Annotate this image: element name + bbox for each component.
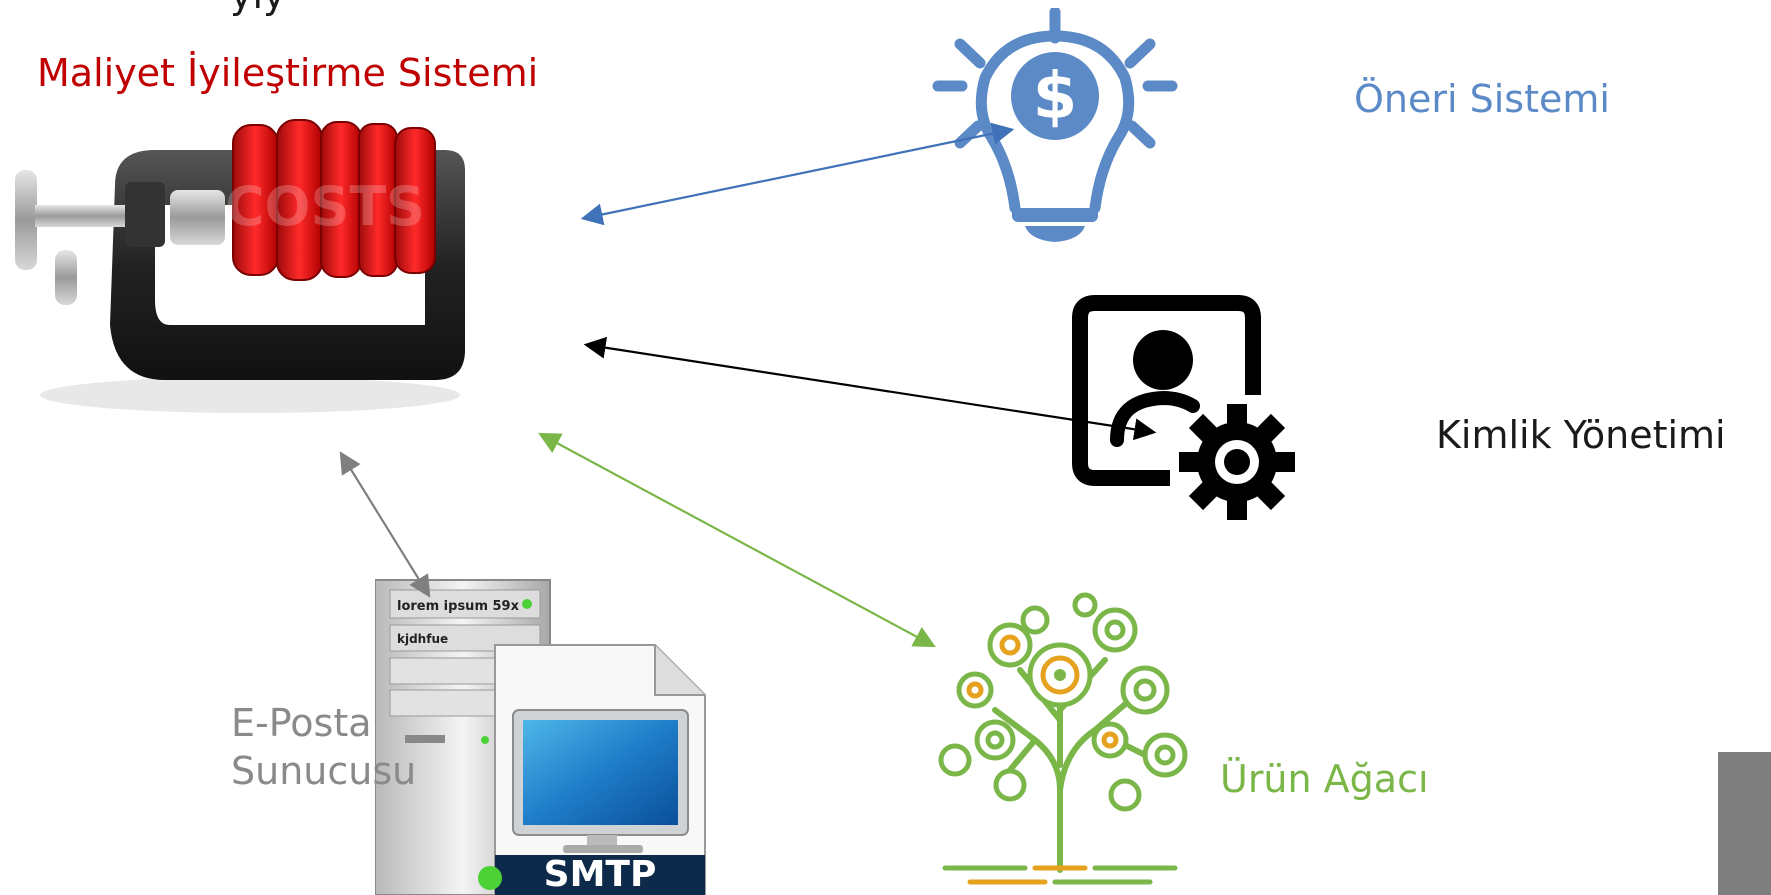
arrow-main-oneri: [580, 122, 1015, 226]
corner-gray-block: [1718, 752, 1771, 895]
arrow-main-kimlik: [583, 336, 1157, 441]
server-drive-label-1: lorem ipsum 59x: [397, 599, 520, 614]
tree-icon: [938, 592, 1188, 885]
main-system-label: Maliyet İyileştirme Sistemi: [37, 51, 539, 95]
oneri-system-label: Öneri Sistemi: [1354, 77, 1610, 121]
urun-system-label: Ürün Ağacı: [1220, 757, 1429, 801]
lightbulb-dollar-icon: $: [932, 8, 1178, 242]
eposta-system-label: E-Posta Sunucusu: [231, 701, 417, 793]
costs-clamp-image: COSTS: [15, 119, 465, 413]
smtp-server-icon: lorem ipsum 59x kjdhfue SMTP: [375, 579, 706, 895]
top-partial-text: yiy: [230, 0, 286, 18]
svg-text:$: $: [1033, 60, 1078, 134]
server-drive-label-2: kjdhfue: [397, 632, 448, 646]
user-gear-icon: [1072, 295, 1295, 520]
arrow-main-urun: [538, 432, 936, 648]
svg-text:COSTS: COSTS: [225, 175, 425, 238]
kimlik-system-label: Kimlik Yönetimi: [1436, 413, 1726, 457]
arrow-main-eposta: [339, 451, 431, 598]
smtp-text: SMTP: [544, 854, 657, 895]
